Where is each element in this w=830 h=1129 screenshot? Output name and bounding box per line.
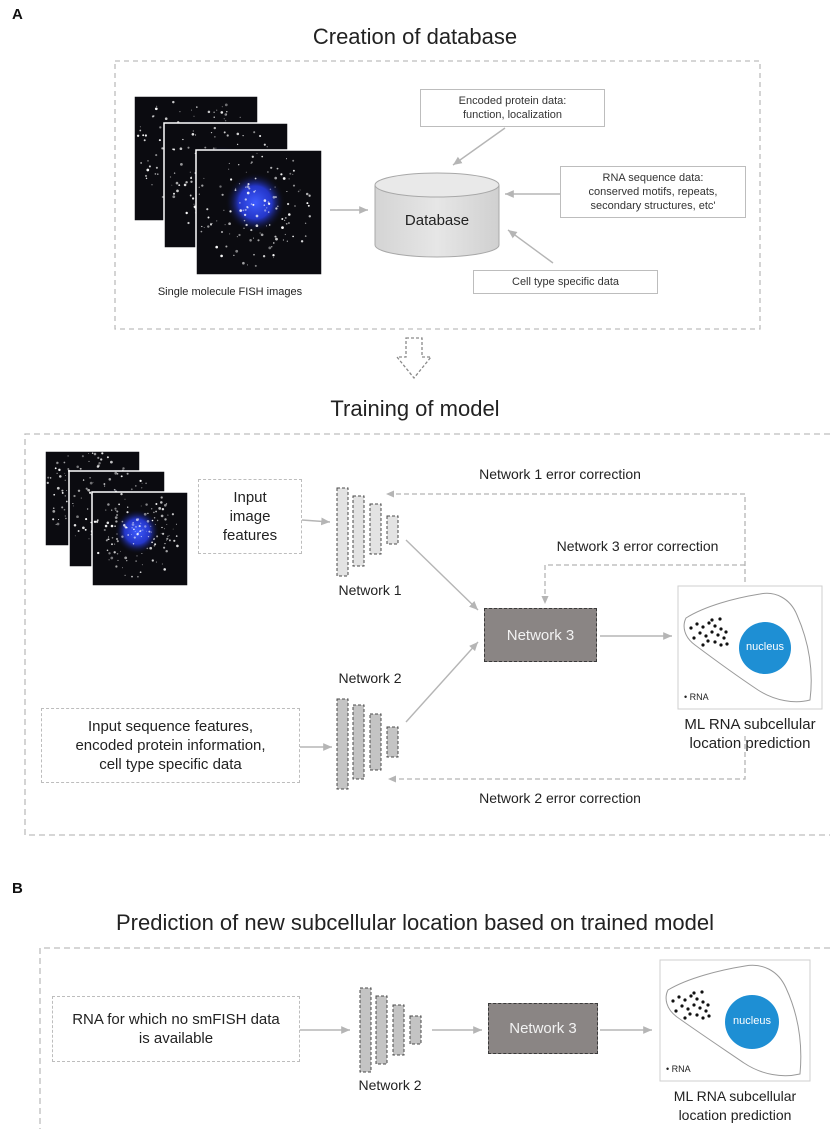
network2-layers-b [359, 987, 422, 1073]
protein-data-line-2: function, localization [462, 109, 563, 121]
input-sequence-line-1: Input sequence features, [87, 718, 254, 735]
protein-data-line-1: Encoded protein data: [458, 95, 567, 107]
network3-box: Network 3 [484, 608, 597, 662]
rna-sequence-data-box: RNA sequence data: conserved motifs, rep… [560, 166, 746, 218]
network3-box-b: Network 3 [488, 1003, 598, 1054]
input-rna-line-2: is available [138, 1030, 214, 1047]
training-image-stack [44, 450, 189, 587]
arrow-network1-to-network3 [405, 539, 479, 611]
network3-error-loop [541, 564, 745, 604]
network2-label-b: Network 2 [358, 1077, 422, 1093]
input-sequence-features-box: Input sequence features, encoded protein… [41, 708, 300, 783]
arrow-protein-to-database [452, 127, 506, 166]
rna-data-line-2: conserved motifs, repeats, [588, 186, 718, 198]
network1-error-label: Network 1 error correction [479, 466, 641, 482]
cell-prediction-training [677, 585, 823, 710]
network2-layers [336, 698, 399, 790]
network1-error-loop [386, 490, 746, 582]
database-label: Database [404, 212, 470, 229]
rna-legend-training: • RNA [684, 692, 709, 702]
smfish-caption: Single molecule FISH images [157, 286, 303, 298]
input-image-line-2: image [229, 508, 271, 525]
input-sequence-line-3: cell type specific data [99, 756, 242, 773]
training-dashed-frame [24, 433, 830, 836]
rna-data-line-1: RNA sequence data: [602, 172, 704, 184]
database-cylinder [374, 172, 500, 258]
input-image-line-3: features [222, 527, 278, 544]
panel-b-letter: B [12, 880, 23, 897]
prediction-title: Prediction of new subcellular location b… [115, 910, 715, 935]
prediction-caption-training: ML RNA subcellular location prediction [650, 715, 830, 753]
smfish-image-stack [133, 95, 323, 276]
network2-error-loop [388, 736, 746, 783]
input-image-features-box: Input image features [198, 479, 302, 554]
prediction-line-2: location prediction [689, 735, 811, 752]
network3-error-label: Network 3 error correction [556, 538, 719, 554]
down-arrow [395, 337, 433, 380]
panel-a-letter: A [12, 6, 23, 23]
arrow-image-features-to-network1 [301, 517, 331, 526]
network2-error-label: Network 2 error correction [479, 790, 641, 806]
network2-label: Network 2 [338, 670, 402, 686]
arrow-network2-to-network3 [405, 641, 479, 723]
arrow-celltype-to-database [507, 229, 554, 264]
network1-layers [336, 487, 399, 577]
prediction-b-line-2: location prediction [678, 1107, 792, 1123]
input-rna-box: RNA for which no smFISH data is availabl… [52, 996, 300, 1062]
network1-label: Network 1 [338, 582, 402, 598]
cell-prediction-b [659, 959, 811, 1082]
training-title: Training of model [330, 396, 500, 421]
nucleus-label-training: nucleus [746, 641, 784, 653]
prediction-b-line-1: ML RNA subcellular [673, 1088, 797, 1104]
creation-title: Creation of database [312, 24, 518, 49]
prediction-line-1: ML RNA subcellular [684, 716, 816, 733]
prediction-dashed-frame [39, 947, 830, 1129]
input-rna-line-1: RNA for which no smFISH data [72, 1011, 280, 1028]
input-image-line-1: Input [233, 489, 267, 506]
rna-legend-b: • RNA [666, 1064, 691, 1074]
creation-dashed-frame [114, 60, 761, 330]
rna-data-line-3: secondary structures, etc' [590, 200, 716, 212]
prediction-caption-b: ML RNA subcellular location prediction [620, 1087, 830, 1125]
input-sequence-line-2: encoded protein information, [75, 737, 266, 754]
nucleus-label-b: nucleus [733, 1015, 771, 1027]
protein-data-box: Encoded protein data: function, localiza… [420, 89, 605, 127]
cell-type-data-box: Cell type specific data [473, 270, 658, 294]
